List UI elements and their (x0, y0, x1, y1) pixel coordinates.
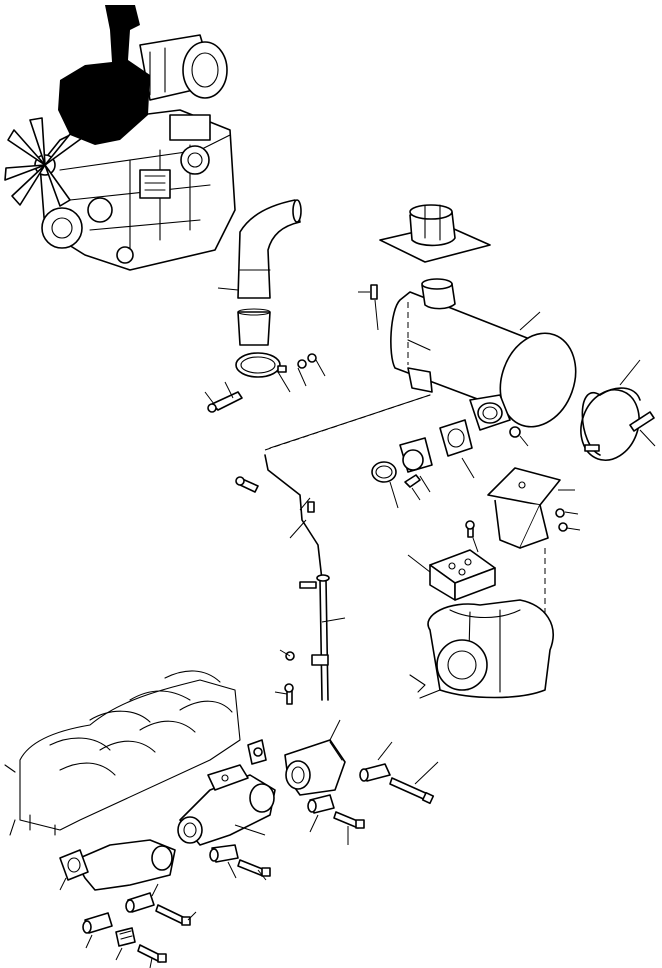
bolt-icon (204, 381, 243, 413)
manifold-icon (284, 739, 346, 796)
exhaust-stack-highlight (58, 5, 150, 145)
cylinder-head-icon (4, 670, 241, 836)
bracket-icon (487, 467, 561, 549)
rod-icon (264, 394, 431, 701)
clamp-ring-icon (371, 461, 397, 483)
bolt-icon (629, 411, 656, 447)
clip-icon (115, 927, 136, 947)
bolt-icon (299, 581, 317, 589)
nut-icon (509, 426, 521, 438)
clamp-ring-icon (235, 352, 287, 378)
turbocharger-icon (409, 599, 554, 699)
washer-icon (558, 522, 568, 532)
plate-icon (429, 549, 496, 601)
bolt-icon (155, 904, 191, 926)
nut-icon (555, 508, 565, 518)
engine-assembly-icon (4, 5, 236, 271)
bolt-icon (358, 284, 379, 331)
sleeve-icon (82, 912, 113, 934)
sleeve-icon (125, 892, 155, 913)
flange-icon (399, 437, 433, 473)
bolt-icon (404, 474, 421, 501)
clamp-band-icon (580, 387, 641, 461)
muffler-icon (390, 278, 577, 428)
bolt-icon (235, 476, 259, 493)
bolt-icon (307, 501, 315, 513)
bolt-icon (389, 777, 435, 805)
engine-fan-icon (4, 117, 83, 207)
nut-icon (297, 353, 326, 387)
manifold-icon (59, 839, 176, 891)
gasket-icon (439, 419, 473, 457)
sleeve-icon (307, 794, 335, 814)
pipe-elbow-icon (237, 199, 302, 346)
bolt-icon (137, 944, 167, 963)
bolt-icon (465, 520, 475, 538)
sleeve-icon (359, 763, 391, 782)
gasket-icon (247, 739, 267, 765)
bolt-icon (284, 683, 294, 705)
sleeve-icon (209, 844, 239, 863)
bolt-icon (333, 811, 365, 829)
flange-icon (469, 394, 511, 431)
rain-cap-icon (379, 204, 491, 263)
bolt-icon (237, 859, 271, 877)
manifold-icon (177, 764, 276, 846)
